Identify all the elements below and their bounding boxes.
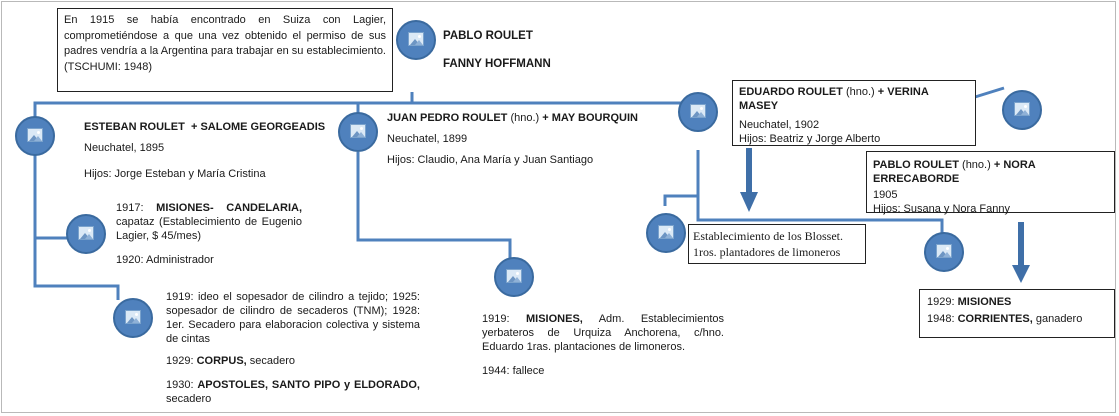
- blosset-box: Establecimiento de los Blosset. 1ros. pl…: [688, 224, 866, 264]
- note-box: En 1915 se había encontrado en Suiza con…: [57, 8, 393, 92]
- pablo-title: PABLO ROULET (hno.) + NORA ERRECABORDE: [873, 158, 1108, 186]
- esteban-spouse: + SALOME GEORGEADIS: [190, 121, 326, 133]
- eduardo-name: EDUARDO ROULET: [739, 86, 843, 98]
- eduardo-spouse: + VERINA MASEY: [739, 86, 929, 112]
- esteban-event2-p3-rest: secadero: [166, 393, 212, 405]
- esteban-event1-icon: [66, 214, 106, 254]
- blosset-line1: Establecimiento de los Blosset.: [693, 229, 843, 243]
- pablo-photo-icon: [924, 232, 964, 272]
- pablo-spouse: + NORA ERRECABORDE: [873, 159, 1036, 185]
- root-name-1: PABLO ROULET: [443, 30, 533, 42]
- esteban-child2-line: [33, 238, 120, 300]
- esteban-event2-p3-year: 1930:: [166, 379, 194, 391]
- pablo-event-line1: 1929: MISIONES: [927, 295, 1107, 309]
- juan-photo-icon: [338, 112, 378, 152]
- eduardo-photo-icon: [678, 92, 718, 132]
- blosset-icon: [646, 213, 686, 253]
- eduardo-hno: (hno.): [845, 86, 875, 98]
- juan-event-line2: 1944: fallece: [482, 365, 545, 377]
- esteban-title: ESTEBAN ROULET + SALOME GEORGEADIS: [84, 120, 325, 134]
- arrow-down-eduardo: [740, 148, 758, 212]
- trunk-line: [410, 92, 700, 110]
- esteban-event2-p2-rest: secadero: [249, 355, 296, 367]
- esteban-event2-p2-year: 1929:: [166, 355, 194, 367]
- juan-children: Hijos: Claudio, Ana María y Juan Santiag…: [387, 154, 594, 166]
- esteban-event2-p2: 1929: CORPUS, secadero: [166, 354, 295, 368]
- blosset-line2: 1ros. plantadores de limoneros: [693, 245, 841, 259]
- pablo-event-year2: 1948:: [927, 313, 955, 325]
- esteban-photo-icon: [15, 116, 55, 156]
- arrow-down-pablo: [1012, 222, 1030, 283]
- esteban-event2-p3-place: APOSTOLES, SANTO PIPO y ELDORADO,: [197, 379, 420, 391]
- esteban-birthplace: Neuchatel, 1895: [84, 142, 165, 154]
- juan-spouse: + MAY BOURQUIN: [542, 112, 638, 124]
- juan-event-year: 1919:: [482, 313, 510, 325]
- esteban-name: ESTEBAN ROULET: [84, 121, 185, 133]
- pablo-event-year1: 1929:: [927, 296, 955, 308]
- pablo-hno: (hno.): [962, 159, 991, 171]
- pablo-event-box: 1929: MISIONES 1948: CORRIENTES, ganader…: [919, 289, 1115, 338]
- pablo-event-place2: CORRIENTES,: [957, 313, 1033, 325]
- juan-title: JUAN PEDRO ROULET (hno.) + MAY BOURQUIN: [387, 111, 638, 125]
- eduardo-title: EDUARDO ROULET (hno.) + VERINA MASEY: [739, 85, 969, 113]
- esteban-event2-p1: 1919: ideo el sopesador de cilindro a te…: [166, 291, 420, 345]
- pablo-event-place1: MISIONES: [957, 296, 1012, 308]
- eduardo-child2-line: [696, 196, 944, 234]
- eduardo-children: Hijos: Beatriz y Jorge Alberto: [739, 133, 881, 145]
- esteban-event1-text: 1917: MISIONES- CANDELARIA, capataz (Est…: [116, 201, 302, 243]
- esteban-children: Hijos: Jorge Esteban y María Cristina: [84, 168, 266, 180]
- esteban-event2-p3: 1930: APOSTOLES, SANTO PIPO y ELDORADO, …: [166, 378, 420, 406]
- juan-event-icon: [494, 257, 534, 297]
- eduardo-child-line: [663, 150, 700, 206]
- esteban-event1-place: MISIONES- CANDELARIA,: [156, 202, 302, 214]
- esteban-event1-year: 1917:: [116, 202, 144, 214]
- esteban-event1-line2: 1920: Administrador: [116, 254, 214, 266]
- juan-hno: (hno.): [510, 112, 540, 124]
- pablo-event-rest2: ganadero: [1035, 313, 1083, 325]
- root-name-2: FANNY HOFFMANN: [443, 58, 551, 70]
- juan-event-text: 1919: MISIONES, Adm. Establecimientos ye…: [482, 312, 724, 354]
- pablo-event-line2: 1948: CORRIENTES, ganadero: [927, 312, 1107, 326]
- eduardo-box: EDUARDO ROULET (hno.) + VERINA MASEY Neu…: [732, 80, 976, 146]
- juan-event-place: MISIONES,: [526, 313, 583, 325]
- juan-birthplace: Neuchatel, 1899: [387, 133, 468, 145]
- note-text: En 1915 se había encontrado en Suiza con…: [64, 14, 386, 73]
- juan-child-line: [356, 152, 512, 262]
- esteban-event2-p2-place: CORPUS,: [196, 355, 247, 367]
- pablo-box: PABLO ROULET (hno.) + NORA ERRECABORDE 1…: [866, 151, 1115, 215]
- pablo-year: 1905: [873, 189, 898, 201]
- juan-name: JUAN PEDRO ROULET: [387, 112, 508, 124]
- juan-event-rest: Adm. Establecimientos yerbateros de Urqu…: [482, 313, 724, 353]
- eduardo-spouse-photo-icon: [1002, 90, 1042, 130]
- esteban-event1-rest: capataz (Establecimiento de Eugenio Lagi…: [116, 216, 302, 242]
- eduardo-birthplace: Neuchatel, 1902: [739, 119, 820, 131]
- pablo-children: Hijos: Susana y Nora Fanny: [873, 203, 1010, 215]
- pablo-name: PABLO ROULET: [873, 159, 959, 171]
- root-photo-icon: [396, 20, 436, 60]
- eduardo-spouse-line: [974, 86, 1005, 99]
- esteban-event2-icon: [113, 298, 153, 338]
